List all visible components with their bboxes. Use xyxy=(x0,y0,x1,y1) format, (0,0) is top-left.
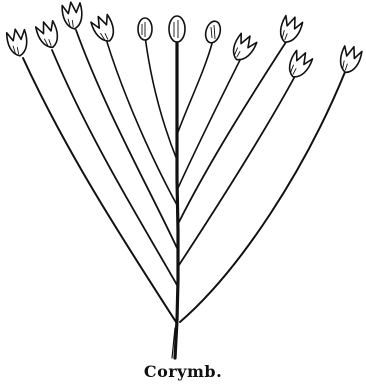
figure-caption: Corymb. xyxy=(0,362,366,381)
flower-8 xyxy=(336,44,363,76)
flower-4 xyxy=(90,12,119,45)
bud-center xyxy=(169,16,185,42)
flower-3 xyxy=(61,1,84,30)
flower-2 xyxy=(35,19,62,51)
flower-7 xyxy=(284,48,314,81)
flower-5 xyxy=(228,31,258,64)
bud-left xyxy=(138,18,152,40)
flower-6 xyxy=(276,14,304,46)
flower-1 xyxy=(6,28,30,58)
bud-right xyxy=(203,20,222,45)
